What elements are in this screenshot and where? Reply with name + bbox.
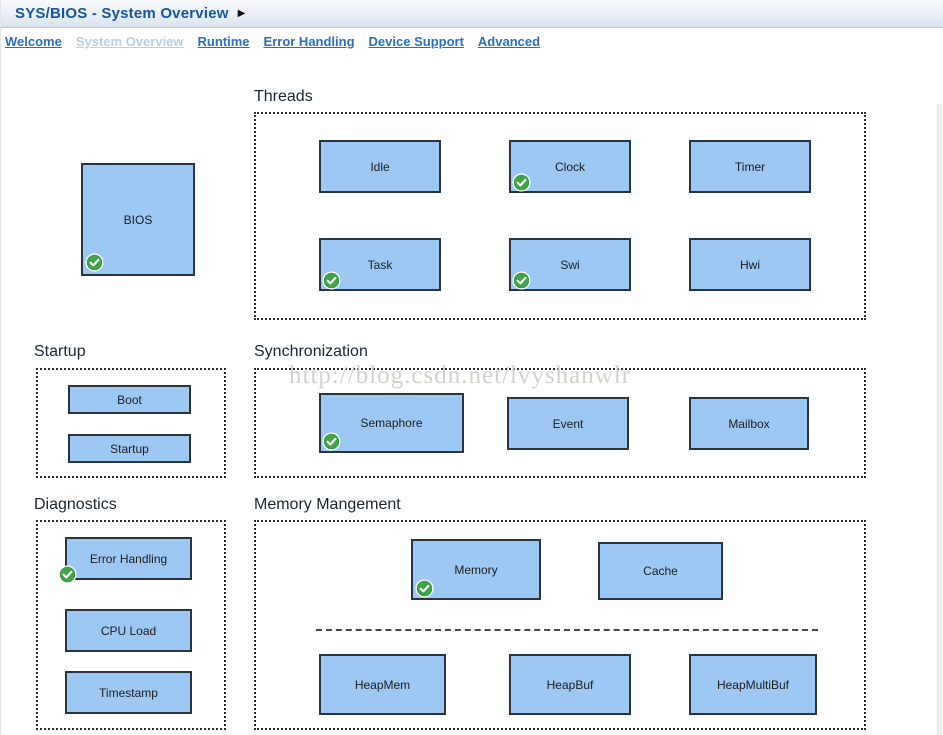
group-frame-startup — [36, 368, 226, 478]
group-frame-memory-mangement — [254, 520, 866, 730]
module-box-mailbox[interactable]: Mailbox — [689, 397, 809, 450]
module-box-heapmultibuf[interactable]: HeapMultiBuf — [689, 654, 817, 715]
module-box-heapbuf[interactable]: HeapBuf — [509, 654, 631, 715]
enabled-check-icon — [322, 432, 341, 451]
nav-link-device-support[interactable]: Device Support — [368, 34, 464, 49]
module-box-cache[interactable]: Cache — [598, 542, 723, 600]
enabled-check-icon — [512, 173, 531, 192]
nav-link-welcome[interactable]: Welcome — [5, 34, 62, 49]
group-frame-diagnostics — [36, 520, 226, 730]
nav-link-runtime[interactable]: Runtime — [197, 34, 250, 49]
group-title-diagnostics: Diagnostics — [34, 496, 117, 513]
page-title-bar: SYS/BIOS - System Overview ▶ — [1, 0, 943, 28]
enabled-check-icon — [85, 253, 104, 272]
group-title-synchronization: Synchronization — [254, 343, 368, 360]
enabled-check-icon — [322, 271, 341, 290]
memory-heap-divider — [316, 629, 818, 631]
group-title-memory-mangement: Memory Mangement — [254, 496, 401, 513]
enabled-check-icon — [58, 565, 77, 584]
group-title-threads: Threads — [254, 88, 313, 105]
page-title: SYS/BIOS - System Overview — [15, 5, 229, 22]
group-frame-threads — [254, 112, 866, 320]
module-box-hwi[interactable]: Hwi — [689, 238, 811, 291]
nav-links-bar: Welcome System Overview Runtime Error Ha… — [1, 28, 943, 55]
module-box-boot[interactable]: Boot — [68, 385, 191, 414]
module-box-timestamp[interactable]: Timestamp — [65, 671, 192, 714]
module-box-semaphore[interactable]: Semaphore — [319, 393, 464, 453]
enabled-check-icon — [512, 271, 531, 290]
group-title-startup: Startup — [34, 343, 86, 360]
csdn-watermark: http://blog.csdn.net/lvyshanwlr — [289, 362, 632, 389]
module-box-error-handling[interactable]: Error Handling — [65, 537, 192, 580]
nav-link-system-overview: System Overview — [75, 34, 184, 49]
module-box-timer[interactable]: Timer — [689, 140, 811, 193]
group-frame-synchronization — [254, 368, 866, 478]
module-box-event[interactable]: Event — [507, 397, 629, 450]
nav-link-error-handling[interactable]: Error Handling — [263, 34, 355, 49]
nav-link-advanced[interactable]: Advanced — [477, 34, 541, 49]
title-menu-arrow-icon[interactable]: ▶ — [237, 7, 246, 19]
module-box-cpu-load[interactable]: CPU Load — [65, 609, 192, 652]
module-box-startup[interactable]: Startup — [68, 434, 191, 463]
right-panel-edge — [937, 104, 943, 735]
module-box-heapmem[interactable]: HeapMem — [319, 654, 446, 715]
module-box-idle[interactable]: Idle — [319, 140, 441, 193]
enabled-check-icon — [415, 579, 434, 598]
